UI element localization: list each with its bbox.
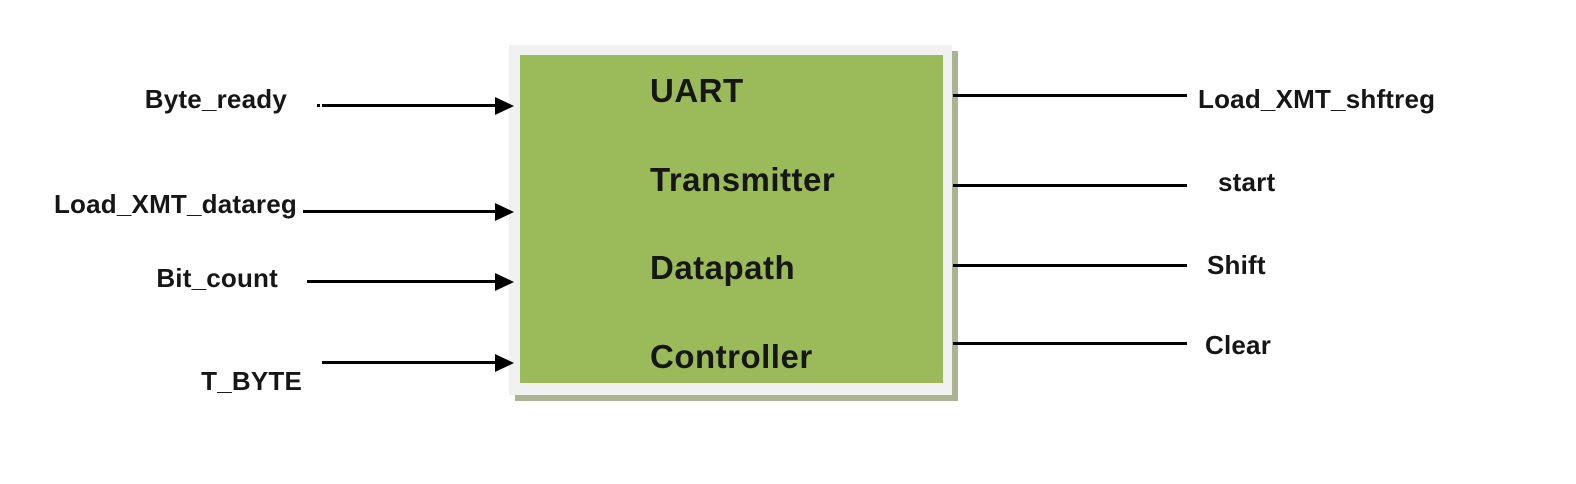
block-title-line: Transmitter (650, 160, 836, 198)
input-label-bit-count: Bit_count (156, 263, 278, 293)
arrow-right-icon (495, 203, 514, 221)
output-label-load-xmt-shftreg: Load_XMT_shftreg (1198, 84, 1436, 114)
block-title-line: Datapath (650, 249, 796, 287)
arrow-right-icon (495, 97, 514, 115)
output-line (953, 264, 1187, 267)
arrow-right-icon (495, 273, 514, 291)
input-arrow-line (303, 210, 496, 213)
output-line (953, 184, 1187, 187)
uart-block: UART Transmitter Datapath Controller (520, 55, 943, 383)
output-label-shift: Shift (1207, 250, 1266, 280)
uart-block-frame: UART Transmitter Datapath Controller (509, 45, 952, 395)
arrow-right-icon (495, 354, 514, 372)
output-line (953, 342, 1187, 345)
input-label-t-byte: T_BYTE (201, 366, 302, 396)
block-title-line: Controller (650, 337, 813, 375)
output-label-clear: Clear (1205, 330, 1272, 360)
block-title-line: UART (650, 72, 744, 109)
input-arrow-line (322, 361, 496, 364)
input-label-byte-ready: Byte_ready (144, 84, 287, 114)
line-start-dot (317, 104, 320, 107)
output-line (953, 94, 1187, 97)
input-arrow-line (307, 280, 496, 283)
output-label-start: start (1218, 167, 1276, 197)
input-arrow-line (322, 104, 496, 107)
input-label-load-xmt-datareg: Load_XMT_datareg (53, 189, 297, 219)
